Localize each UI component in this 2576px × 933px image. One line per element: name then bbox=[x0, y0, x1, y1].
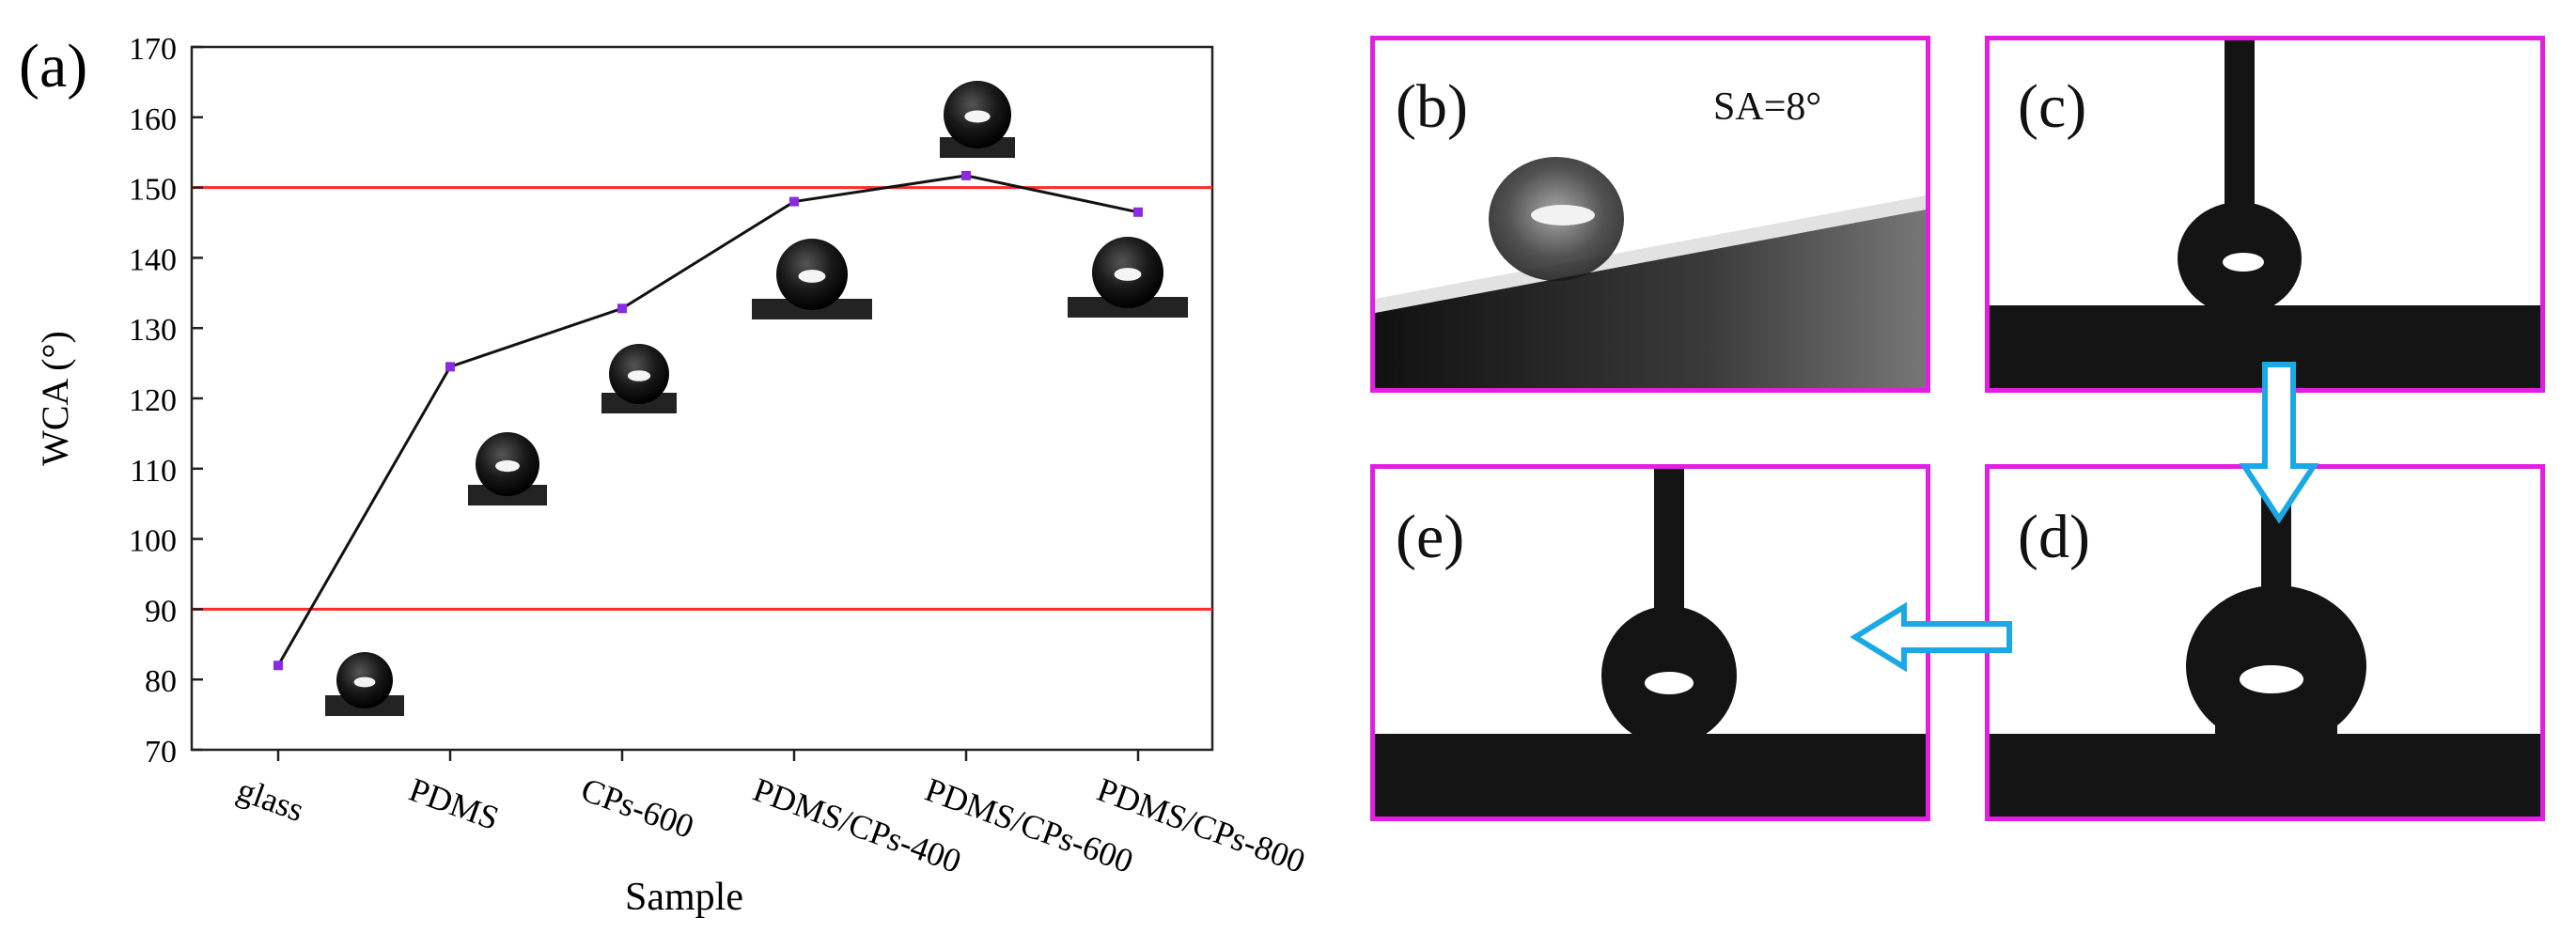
arrow-down-icon bbox=[2239, 362, 2319, 524]
y-tick-label: 100 bbox=[129, 524, 177, 559]
arrow-left-icon bbox=[1850, 601, 2012, 673]
panel-e-droplet: (e) bbox=[1370, 464, 1930, 821]
x-tick-label: CPs-600 bbox=[576, 770, 698, 846]
droplet-inset bbox=[752, 239, 872, 319]
y-tick-label: 130 bbox=[129, 313, 177, 348]
droplet-inset bbox=[325, 652, 404, 716]
wca-series bbox=[273, 170, 1143, 671]
y-tick-label: 80 bbox=[145, 664, 177, 699]
y-axis-ticks: 70 80 90 100 110 120 130 140 150 160 170 bbox=[129, 32, 203, 770]
y-tick-label: 110 bbox=[130, 454, 177, 489]
wca-chart: (a) 70 80 90 100 110 120 130 140 150 160 170 glass… bbox=[19, 32, 1310, 919]
x-tick-label: glass bbox=[232, 770, 308, 829]
y-tick-label: 170 bbox=[129, 32, 177, 67]
data-point-glass bbox=[273, 661, 283, 671]
data-point-pdms-cps-600 bbox=[961, 170, 971, 180]
panel-b-tilted-droplet: (b) SA=8° bbox=[1370, 36, 1930, 393]
y-axis-label: WCA (°) bbox=[34, 331, 76, 466]
droplet-inset bbox=[601, 344, 677, 413]
y-tick-label: 120 bbox=[129, 383, 177, 418]
panel-label-b: (b) bbox=[1396, 72, 1468, 141]
plot-frame bbox=[190, 45, 1214, 752]
reference-lines bbox=[192, 186, 1212, 611]
y-tick-label: 90 bbox=[145, 594, 177, 629]
x-axis-label: Sample bbox=[625, 876, 743, 919]
data-point-pdms-cps-800 bbox=[1133, 207, 1143, 217]
sliding-angle-annotation: SA=8° bbox=[1713, 86, 1822, 129]
series-line bbox=[276, 174, 1139, 666]
droplet-inset bbox=[468, 432, 547, 505]
y-tick-label: 150 bbox=[129, 173, 177, 208]
data-point-pdms-cps-400 bbox=[789, 196, 799, 207]
panel-label-d: (d) bbox=[2018, 503, 2090, 571]
y-tick-label: 160 bbox=[129, 102, 177, 137]
panel-label-e: (e) bbox=[1396, 503, 1465, 571]
x-tick-label: PDMS bbox=[404, 770, 504, 837]
droplet-insets bbox=[325, 81, 1188, 716]
y-tick-label: 140 bbox=[129, 242, 177, 277]
data-point-pdms bbox=[445, 362, 455, 372]
panel-label-c: (c) bbox=[2018, 72, 2087, 141]
panel-c-droplet: (c) bbox=[1985, 36, 2545, 393]
panel-d-droplet: (d) bbox=[1985, 464, 2545, 821]
droplet-inset bbox=[1068, 237, 1188, 318]
y-tick-label: 70 bbox=[145, 735, 177, 770]
droplet-inset bbox=[940, 81, 1015, 158]
panel-label-a: (a) bbox=[19, 32, 87, 101]
data-point-cps-600 bbox=[617, 303, 627, 314]
